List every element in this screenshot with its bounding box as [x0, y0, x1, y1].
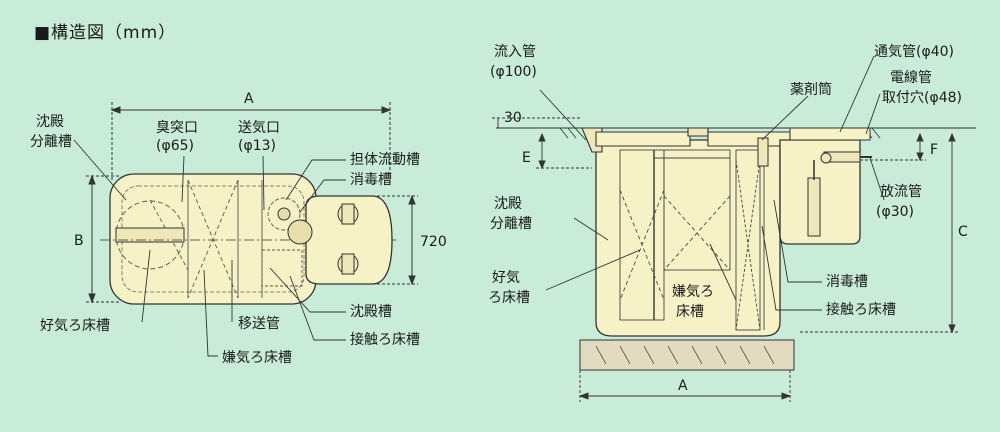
side-tank-body	[595, 139, 781, 337]
top-dim-a	[110, 102, 392, 180]
side-chemical-tube	[757, 137, 769, 167]
top-label-sesshoku: 接触ろ床槽	[350, 331, 420, 348]
side-manholes	[581, 127, 791, 153]
top-label-shutotsu-2: (φ65)	[156, 138, 194, 154]
top-lobe-fittings	[277, 203, 359, 275]
side-leaders	[539, 55, 885, 311]
side-label-chinden-bunri-2: 分離槽	[490, 215, 532, 232]
side-label-koki-2: ろ床槽	[488, 290, 530, 306]
side-label-densen-1: 電線管	[890, 70, 932, 86]
side-outlet-fittings	[789, 127, 872, 237]
top-label-tantai: 担体流動槽	[350, 152, 420, 168]
side-label-kenki-1: 嫌気ろ	[672, 284, 714, 300]
side-dim-f-label: F	[930, 142, 938, 158]
top-view: A B 720	[30, 91, 447, 366]
side-foundation	[579, 339, 795, 371]
side-dim-a-label: A	[678, 378, 688, 394]
top-label-chinden: 沈殿槽	[350, 304, 392, 320]
top-label-isokan: 移送管	[238, 316, 280, 332]
side-label-chinden-bunri-1: 沈殿	[494, 196, 522, 212]
side-dim-c-label: C	[958, 224, 968, 240]
side-label-tsuki: 通気管(φ40)	[874, 44, 954, 60]
top-label-sokiko-1: 送気口	[238, 120, 280, 136]
side-dim-e	[536, 132, 592, 170]
top-leaders	[73, 139, 346, 357]
top-dim-a-label: A	[244, 91, 254, 107]
top-label-sokiko-2: (φ13)	[238, 138, 276, 154]
side-label-yakuzai: 薬剤筒	[790, 81, 832, 98]
side-label-densen-2: 取付穴(φ48)	[882, 90, 962, 106]
top-dim-b-label: B	[74, 233, 84, 249]
side-label-kenki-2: 床槽	[676, 304, 704, 320]
top-inlet-pipe	[115, 227, 185, 243]
side-label-ryunyu-2: (φ100)	[490, 64, 537, 80]
page-title: ■構造図（mm）	[34, 23, 176, 43]
top-dim-720-label: 720	[420, 234, 447, 250]
side-label-sesshoku: 接触ろ床槽	[826, 301, 896, 318]
top-dim-720	[372, 194, 418, 286]
top-disinfection-lobe	[305, 195, 393, 285]
side-dim-e-label: E	[522, 150, 531, 166]
top-label-chinden-bunri-2: 分離槽	[30, 133, 72, 150]
side-label-horyu-1: 放流管	[880, 184, 922, 200]
side-dim-c	[800, 132, 958, 334]
top-label-shutotsu-1: 臭突口	[156, 120, 198, 136]
side-dim-a	[578, 370, 792, 402]
side-label-horyu-2: (φ30)	[876, 204, 914, 220]
side-label-koki-1: 好気	[492, 270, 520, 286]
top-label-koki: 好気ろ床槽	[40, 318, 110, 334]
side-foundation-hatch	[595, 345, 775, 365]
top-label-shodoku: 消毒槽	[350, 172, 392, 188]
top-label-kenki: 嫌気ろ床槽	[222, 350, 292, 366]
side-label-shodoku: 消毒槽	[826, 274, 868, 290]
side-label-ryunyu-1: 流入管	[494, 44, 536, 60]
top-label-chinden-bunri-1: 沈殿	[36, 114, 64, 130]
side-view: 30 E F C	[488, 44, 976, 402]
side-dim-30-label: 30	[504, 110, 522, 126]
top-dim-b	[86, 174, 120, 304]
side-dim-30	[492, 117, 580, 128]
